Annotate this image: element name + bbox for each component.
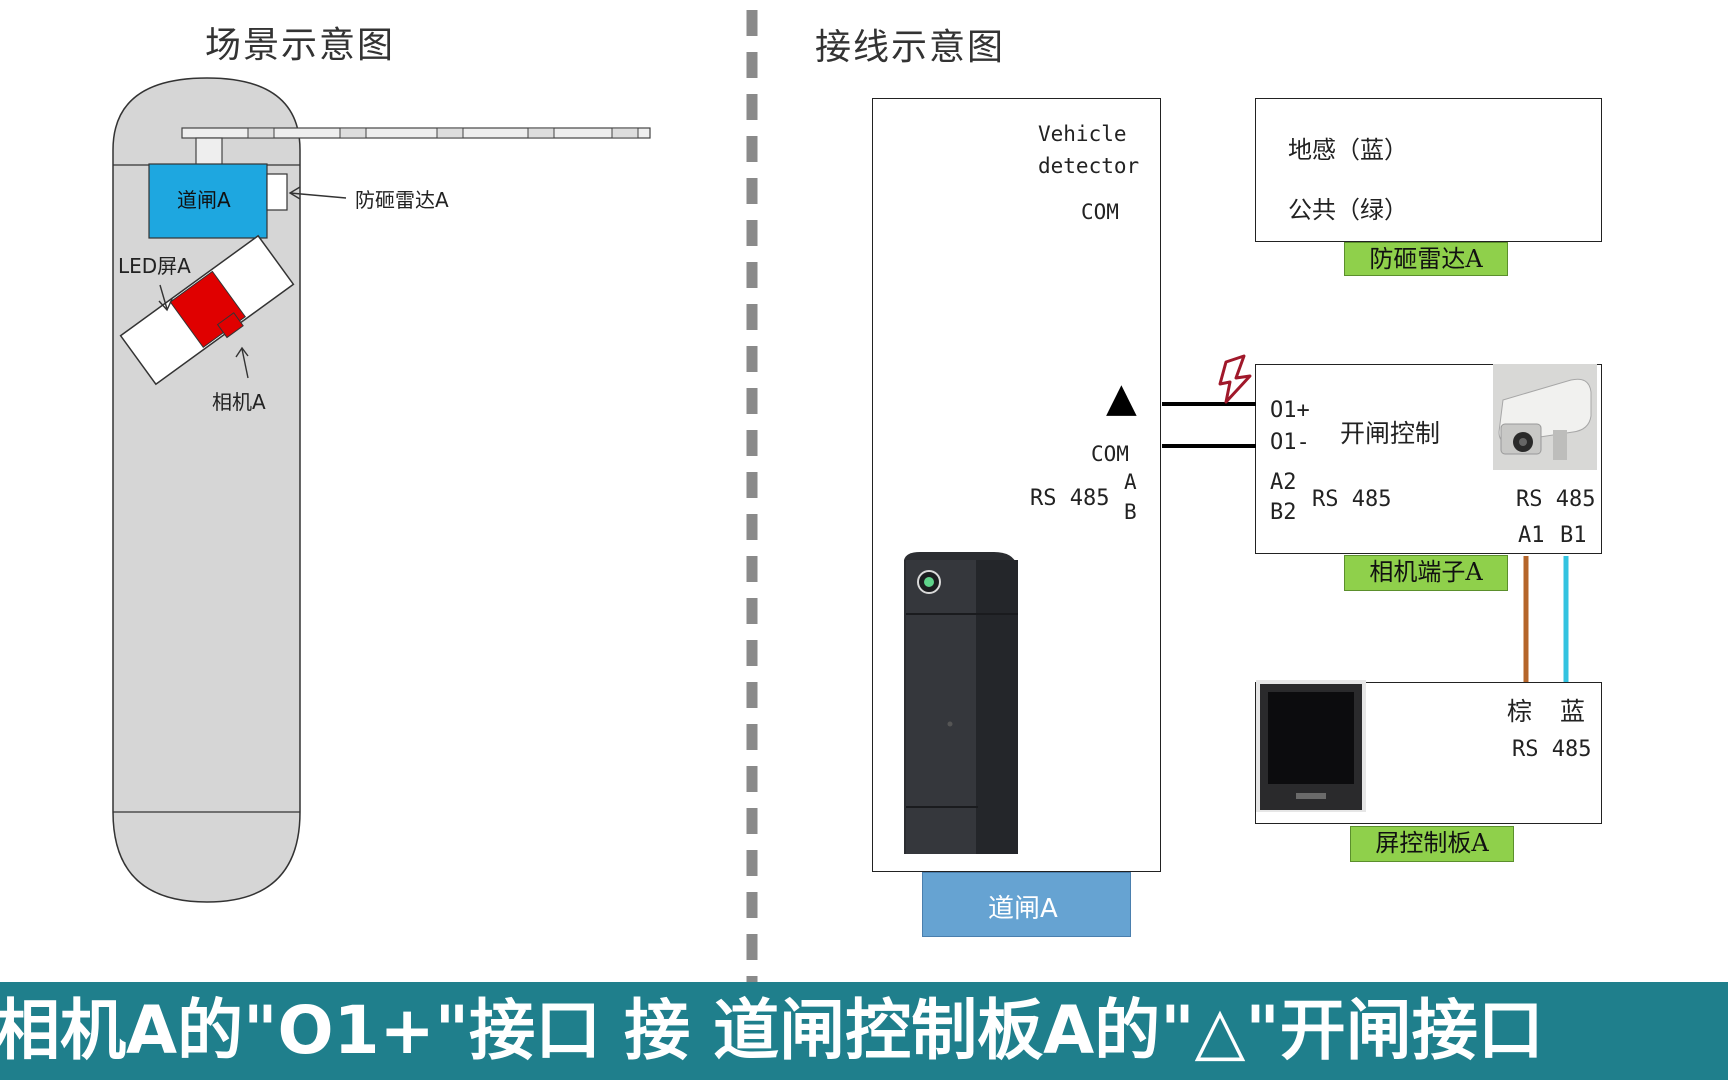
camera-photo	[1493, 364, 1597, 470]
scene-led-label: LED屏A	[118, 254, 191, 278]
subtitle-bar: 相机A的"O1+"接口 接 道闸控制板A的"△"开闸接口	[0, 982, 1728, 1080]
red-pointer-icon	[1218, 354, 1252, 404]
camera-a1: A1	[1518, 523, 1545, 548]
camera-b2: B2	[1270, 500, 1297, 525]
screen-rs485: RS 485	[1512, 737, 1592, 762]
camera-o1minus: O1-	[1270, 430, 1310, 455]
radar-box	[266, 173, 288, 211]
gate-tag	[922, 872, 1131, 937]
detector-b: B	[1124, 500, 1137, 524]
detector-line2: detector	[1038, 154, 1140, 178]
camera-open-control: 开闸控制	[1340, 419, 1441, 448]
camera-rs485-left: RS 485	[1312, 487, 1392, 512]
open-gate-triangle: ▲	[1106, 375, 1137, 421]
scene-title: 场景示意图	[205, 25, 396, 66]
radar-tag: 防砸雷达A	[1344, 242, 1508, 276]
screen-control-tag: 屏控制板A	[1350, 826, 1514, 862]
detector-line1: Vehicle	[1038, 122, 1127, 146]
barrier-arm	[181, 127, 651, 139]
scene-diagram	[112, 77, 651, 903]
scene-camera-label: 相机A	[212, 390, 266, 414]
detector-com2: COM	[1091, 442, 1129, 466]
screen-blue: 蓝	[1560, 697, 1586, 726]
gate-tag-label: 道闸A	[988, 894, 1058, 924]
camera-a2: A2	[1270, 470, 1297, 495]
radar-common: 公共（绿）	[1288, 196, 1408, 224]
wiring-title: 接线示意图	[815, 27, 1006, 68]
detector-a: A	[1124, 470, 1137, 494]
section-divider	[746, 10, 758, 982]
subtitle-text: 相机A的"O1+"接口 接 道闸控制板A的"△"开闸接口	[0, 992, 1544, 1069]
scene-gate-label: 道闸A	[177, 188, 231, 212]
gate-box	[148, 163, 268, 239]
barrier-gate-photo	[904, 552, 1018, 854]
detector-com: COM	[1081, 200, 1119, 224]
camera-b1: B1	[1560, 523, 1587, 548]
led-screen-photo	[1256, 680, 1366, 812]
detector-rs485: RS 485	[1030, 486, 1110, 511]
camera-rs485-right: RS 485	[1516, 487, 1596, 512]
camera-terminal-tag: 相机端子A	[1344, 555, 1508, 591]
radar-terminal-box	[1255, 98, 1602, 242]
wiring-lines	[1162, 354, 1569, 682]
radar-ground-sense: 地感（蓝）	[1288, 136, 1408, 164]
scene-radar-label: 防砸雷达A	[355, 188, 449, 212]
screen-brown: 棕	[1507, 697, 1533, 726]
camera-o1plus: O1+	[1270, 398, 1310, 423]
